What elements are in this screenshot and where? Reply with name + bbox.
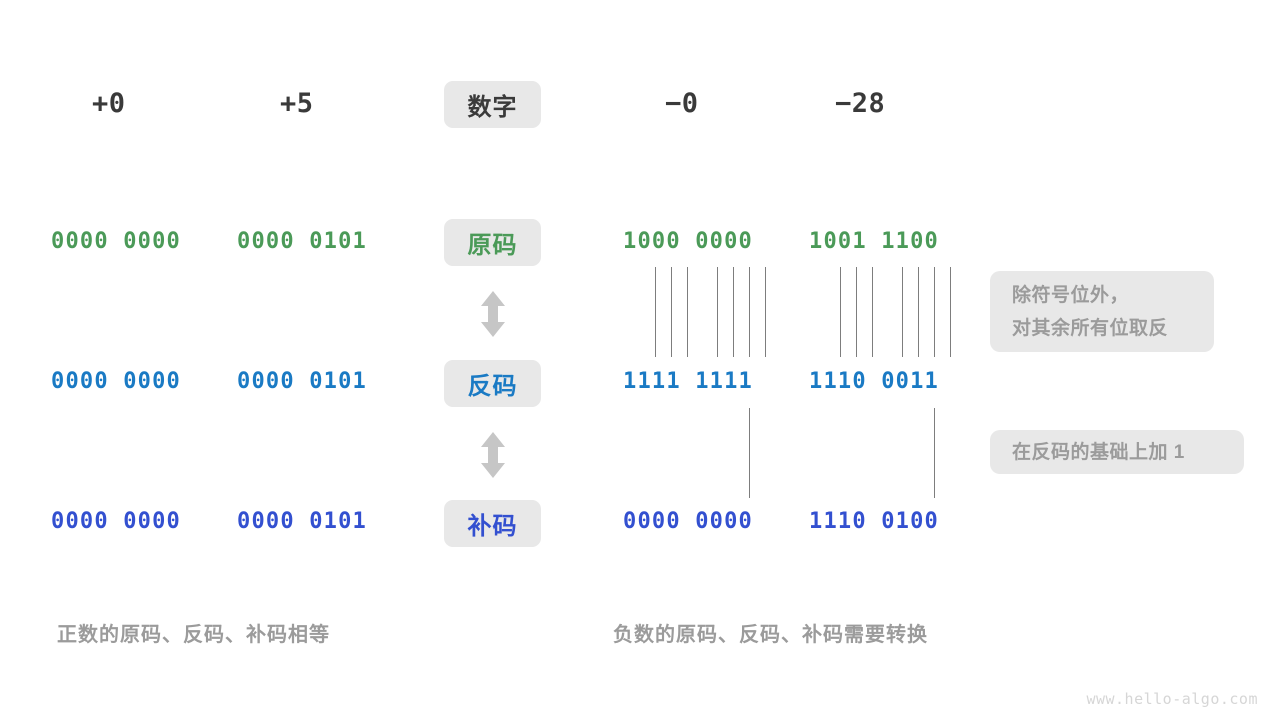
connector-line	[655, 267, 656, 357]
connector-line	[671, 267, 672, 357]
connector-line	[687, 267, 688, 357]
bits-yuanma-plus-five: 0000 0101	[237, 229, 368, 254]
caption-positive: 正数的原码、反码、补码相等	[57, 624, 330, 646]
connector-line	[840, 267, 841, 357]
bits-yuanma-minus-zero: 1000 0000	[623, 229, 754, 254]
note-add-one: 在反码的基础上加 1	[990, 430, 1244, 474]
bits-fanma-minus-zero: 1111 1111	[623, 369, 754, 394]
bits-buma-plus-five: 0000 0101	[237, 509, 368, 534]
column-header-minus-28: −28	[835, 88, 886, 119]
double-arrow-icon-fanma-buma	[478, 430, 508, 480]
column-header-plus-zero: +0	[92, 88, 126, 119]
row-label-buma: 补码	[444, 500, 541, 547]
row-label-fanma: 反码	[444, 360, 541, 407]
watermark: www.hello-algo.com	[1086, 690, 1258, 708]
bits-buma-minus-zero: 0000 0000	[623, 509, 754, 534]
connector-line	[950, 267, 951, 357]
bits-buma-minus-28: 1110 0100	[809, 509, 940, 534]
bits-fanma-plus-five: 0000 0101	[237, 369, 368, 394]
column-header-minus-zero: −0	[665, 88, 699, 119]
connector-line	[749, 267, 750, 357]
note-invert-bits-line-1: 除符号位外，	[1012, 284, 1130, 306]
connector-line	[765, 267, 766, 357]
connector-line	[902, 267, 903, 357]
bits-yuanma-plus-zero: 0000 0000	[51, 229, 182, 254]
connector-line	[733, 267, 734, 357]
double-arrow-icon-yuanma-fanma	[478, 289, 508, 339]
connector-line	[934, 408, 935, 498]
bits-fanma-plus-zero: 0000 0000	[51, 369, 182, 394]
bits-buma-plus-zero: 0000 0000	[51, 509, 182, 534]
connector-line	[717, 267, 718, 357]
note-add-one-line-1: 在反码的基础上加 1	[1012, 441, 1185, 463]
row-label-shuzi: 数字	[444, 81, 541, 128]
connector-line	[918, 267, 919, 357]
connector-line	[934, 267, 935, 357]
bits-fanma-minus-28: 1110 0011	[809, 369, 940, 394]
caption-negative: 负数的原码、反码、补码需要转换	[613, 624, 928, 646]
row-label-yuanma: 原码	[444, 219, 541, 266]
column-header-plus-five: +5	[280, 88, 314, 119]
connector-line	[872, 267, 873, 357]
bits-yuanma-minus-28: 1001 1100	[809, 229, 940, 254]
connector-line	[856, 267, 857, 357]
note-invert-bits: 除符号位外， 对其余所有位取反	[990, 271, 1214, 352]
connector-line	[749, 408, 750, 498]
note-invert-bits-line-2: 对其余所有位取反	[1012, 317, 1169, 339]
